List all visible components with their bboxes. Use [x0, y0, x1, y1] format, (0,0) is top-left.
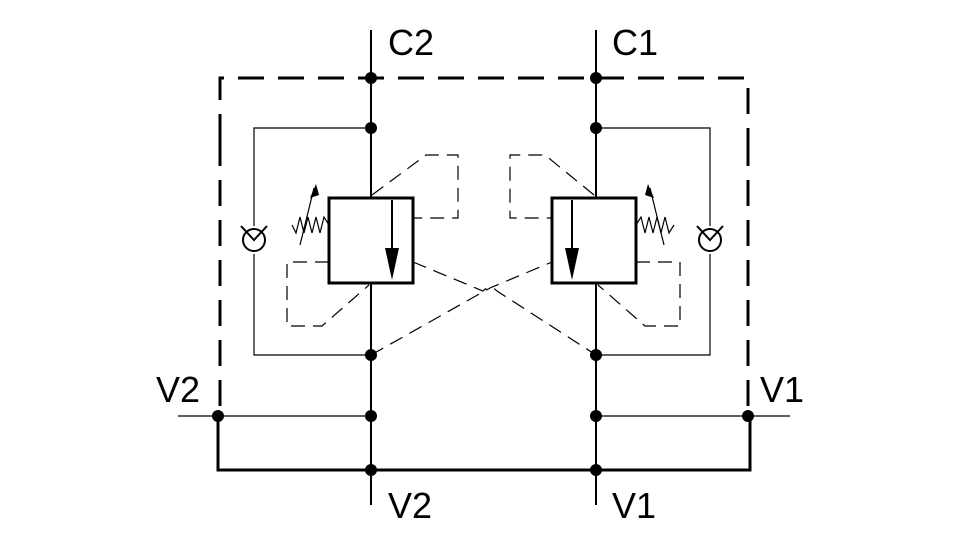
- valve-block-left: [327, 196, 415, 285]
- valve-block-right: [550, 196, 638, 285]
- housing-boundary: [216, 76, 752, 472]
- port-label-v2-side: V2: [156, 369, 200, 410]
- spring-right-icon: [635, 184, 675, 246]
- pilot-lines-right: [509, 154, 681, 327]
- port-label-c1: C1: [612, 22, 658, 63]
- pilot-lines-left: [286, 154, 459, 327]
- port-label-v1-bottom: V1: [612, 485, 656, 526]
- port-label-v2-bottom: V2: [388, 485, 432, 526]
- left-bypass-circuit: [253, 127, 371, 356]
- spring-left-icon: [291, 184, 330, 246]
- port-label-c2: C2: [388, 22, 434, 63]
- right-bypass-circuit: [596, 127, 711, 356]
- junction-dots: [212, 72, 754, 476]
- port-label-v1-side: V1: [760, 369, 804, 410]
- check-valve-right: [696, 225, 724, 252]
- cross-pilot-lines: [370, 261, 597, 356]
- check-valve-left: [240, 225, 268, 252]
- main-lines: [370, 30, 597, 505]
